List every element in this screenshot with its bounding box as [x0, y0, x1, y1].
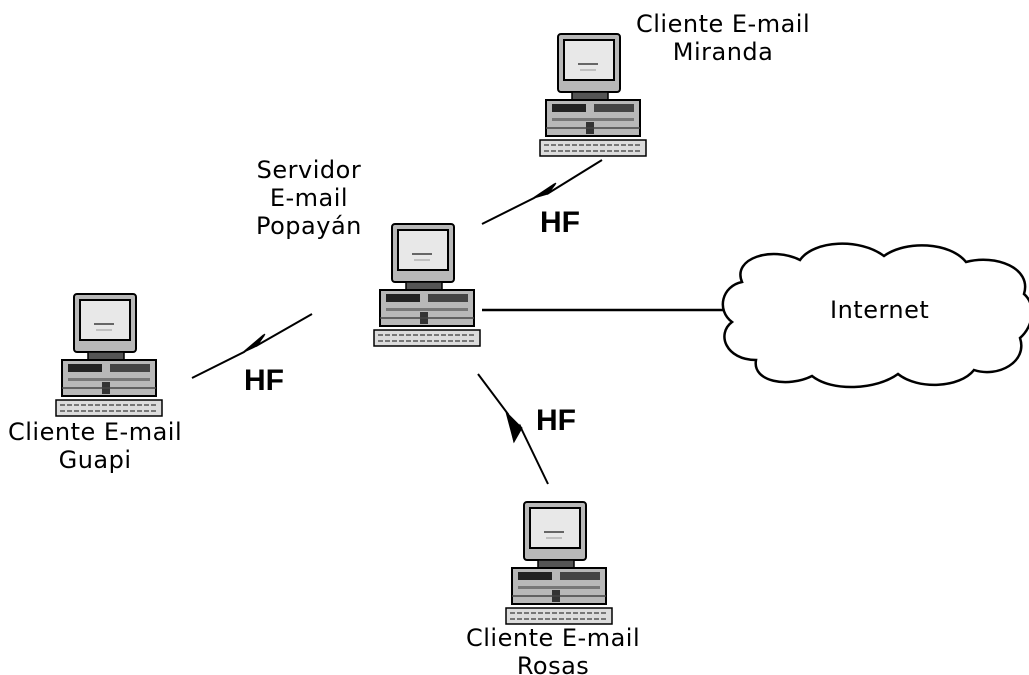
computer-miranda-icon — [539, 33, 647, 157]
label-client-rosas: Cliente E-mail Rosas — [466, 624, 640, 675]
label-client-miranda: Cliente E-mail Miranda — [636, 10, 810, 66]
label-client-guapi: Cliente E-mail Guapi — [8, 418, 182, 474]
label-client-guapi-line2: Guapi — [58, 446, 132, 474]
hf-link-miranda-icon — [481, 159, 603, 225]
label-client-miranda-line2: Miranda — [672, 38, 774, 66]
hf-link-guapi-icon — [191, 313, 313, 379]
label-client-miranda-line1: Cliente E-mail — [636, 10, 811, 38]
computer-rosas-icon — [505, 501, 613, 625]
label-internet-text: Internet — [830, 296, 930, 324]
computer-guapi-icon — [55, 293, 163, 417]
label-client-rosas-line1: Cliente E-mail — [466, 624, 641, 652]
hf-label-miranda: HF — [540, 206, 580, 239]
label-server-line3: Popayán — [256, 212, 362, 240]
hf-label-rosas: HF — [536, 404, 576, 437]
label-internet: Internet — [830, 296, 929, 324]
label-server-line1: Servidor — [256, 156, 362, 184]
hf-label-guapi: HF — [244, 364, 284, 397]
internet-cloud-icon — [721, 242, 1029, 389]
hf-link-rosas-icon — [477, 373, 549, 485]
label-server-line2: E-mail — [269, 184, 349, 212]
label-server: Servidor E-mail Popayán — [256, 156, 362, 240]
label-client-guapi-line1: Cliente E-mail — [8, 418, 183, 446]
computer-server-icon — [373, 223, 481, 347]
label-client-rosas-line2: Rosas — [516, 652, 590, 675]
